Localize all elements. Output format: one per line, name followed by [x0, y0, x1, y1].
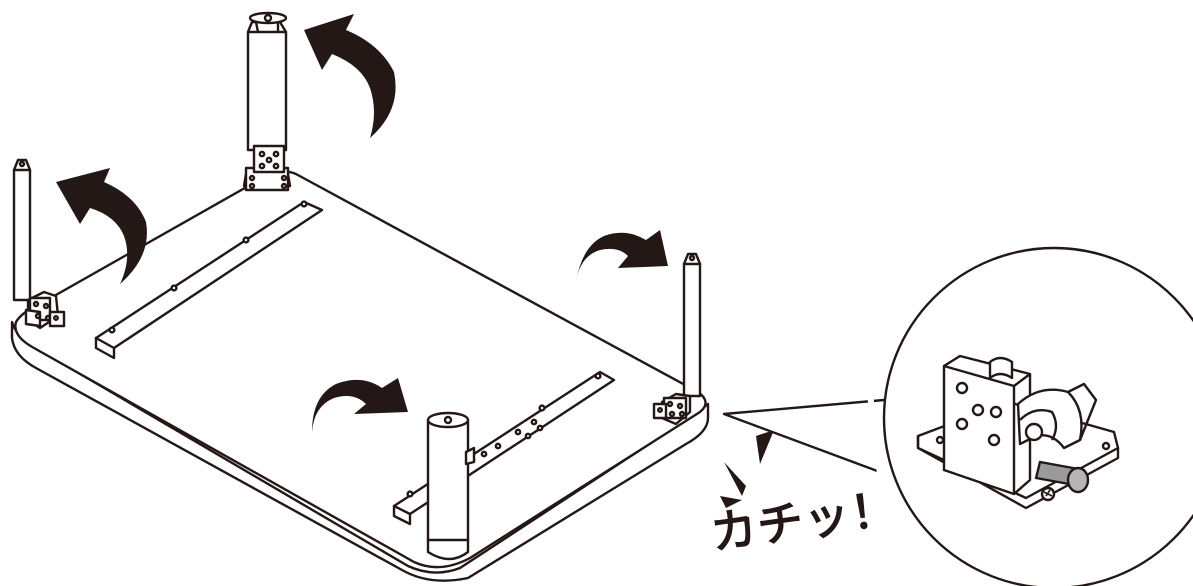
back-leg	[244, 13, 290, 190]
arrow-back-leg	[304, 14, 396, 138]
zoom-pointer	[724, 400, 884, 472]
table-top-surface	[15, 171, 705, 567]
arrow-right-leg	[576, 230, 668, 282]
front-leg	[428, 413, 474, 559]
arrow-left-leg	[56, 168, 147, 284]
left-leg	[14, 160, 64, 328]
